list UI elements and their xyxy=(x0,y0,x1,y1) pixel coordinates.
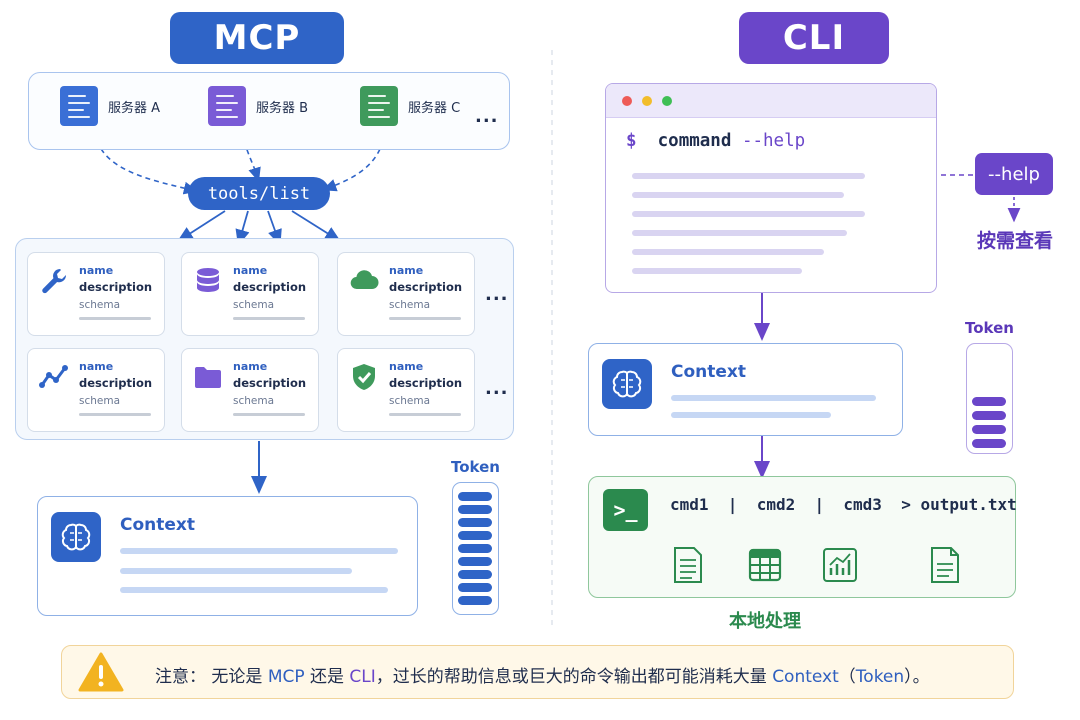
close-dot xyxy=(622,96,632,106)
tool-description: description xyxy=(233,376,307,390)
tool-card: name description schema xyxy=(337,348,475,432)
tool-schema: schema xyxy=(79,299,121,311)
tool-schema: schema xyxy=(389,395,431,407)
tool-card: name description schema xyxy=(27,252,165,336)
brain-icon xyxy=(602,359,652,409)
fan-arrow-3 xyxy=(267,210,282,246)
servers-panel xyxy=(28,72,510,150)
tool-name: name xyxy=(389,264,424,277)
warning-note: 注意： 无论是 MCP 还是 CLI，过长的帮助信息或巨大的命令输出都可能消耗大… xyxy=(61,645,1014,699)
pipeline-command: cmd1 | cmd2 | cmd3 > output.txt xyxy=(670,495,1017,514)
tool-description: description xyxy=(233,280,307,294)
on-demand-label: 按需查看 xyxy=(976,230,1053,252)
cli-title: CLI xyxy=(739,12,889,64)
tool-description: description xyxy=(79,376,153,390)
maximize-dot xyxy=(662,96,672,106)
tool-name: name xyxy=(233,264,268,277)
minimize-dot xyxy=(642,96,652,106)
tool-card: name description schema xyxy=(181,348,319,432)
tool-description: description xyxy=(79,280,153,294)
cli-context-box: Context xyxy=(588,343,903,436)
local-processing-label: 本地处理 xyxy=(729,611,801,632)
tool-name: name xyxy=(79,360,114,373)
tool-description: description xyxy=(389,280,463,294)
tool-card: name description schema xyxy=(27,348,165,432)
server-label: 服务器 C xyxy=(408,100,461,116)
mcp-token-gauge xyxy=(452,482,499,615)
server-label: 服务器 A xyxy=(108,100,161,116)
server-icon xyxy=(360,86,398,126)
server-c: 服务器 C xyxy=(360,86,460,126)
help-badge: --help xyxy=(975,153,1053,195)
fan-arrow-4 xyxy=(291,210,342,242)
context-title: Context xyxy=(120,515,196,535)
tool-schema: schema xyxy=(389,299,431,311)
tool-card: name description schema xyxy=(337,252,475,336)
warning-icon xyxy=(78,652,124,692)
server-a: 服务器 A xyxy=(60,86,160,126)
more-servers-ellipsis: ... xyxy=(475,106,499,127)
terminal-icon: >_ xyxy=(603,489,648,531)
tool-schema: schema xyxy=(233,395,275,407)
tool-name: name xyxy=(389,360,424,373)
cli-token-label: Token xyxy=(965,319,1014,337)
fan-arrow-1 xyxy=(176,210,226,242)
tool-card: name description schema xyxy=(181,252,319,336)
terminal-window: $ command --help xyxy=(605,83,937,293)
command-line: $ command --help xyxy=(626,131,806,151)
tool-description: description xyxy=(389,376,463,390)
terminal-titlebar xyxy=(606,84,936,118)
more-tools-ellipsis: ... xyxy=(485,378,509,399)
brain-icon xyxy=(51,512,101,562)
note-text: 注意： 无论是 MCP 还是 CLI，过长的帮助信息或巨大的命令输出都可能消耗大… xyxy=(155,667,930,687)
mcp-context-box: Context xyxy=(37,496,418,616)
local-processing-box xyxy=(588,476,1016,598)
cli-token-gauge xyxy=(966,343,1013,454)
cloud-icon xyxy=(350,270,379,290)
server-icon xyxy=(60,86,98,126)
folder-icon xyxy=(195,367,221,388)
fan-arrow-2 xyxy=(235,210,250,246)
database-icon xyxy=(197,268,219,292)
tool-name: name xyxy=(79,264,114,277)
chart-icon xyxy=(823,548,857,582)
document-icon xyxy=(674,547,702,583)
mcp-title: MCP xyxy=(170,12,344,64)
mcp-token-label: Token xyxy=(451,458,500,476)
shield-check-icon xyxy=(353,364,375,390)
server-icon xyxy=(208,86,246,126)
tool-schema: schema xyxy=(233,299,275,311)
tool-schema: schema xyxy=(79,395,121,407)
server-b: 服务器 B xyxy=(208,86,308,126)
context-title: Context xyxy=(671,362,747,382)
table-icon xyxy=(748,548,782,582)
tools-list-pill: tools/list xyxy=(188,177,330,210)
tool-name: name xyxy=(233,360,268,373)
server-label: 服务器 B xyxy=(256,100,309,116)
wrench-icon xyxy=(42,269,67,294)
more-tools-ellipsis: ... xyxy=(485,284,509,305)
chart-line-icon xyxy=(39,365,68,388)
output-file-icon xyxy=(931,547,959,583)
